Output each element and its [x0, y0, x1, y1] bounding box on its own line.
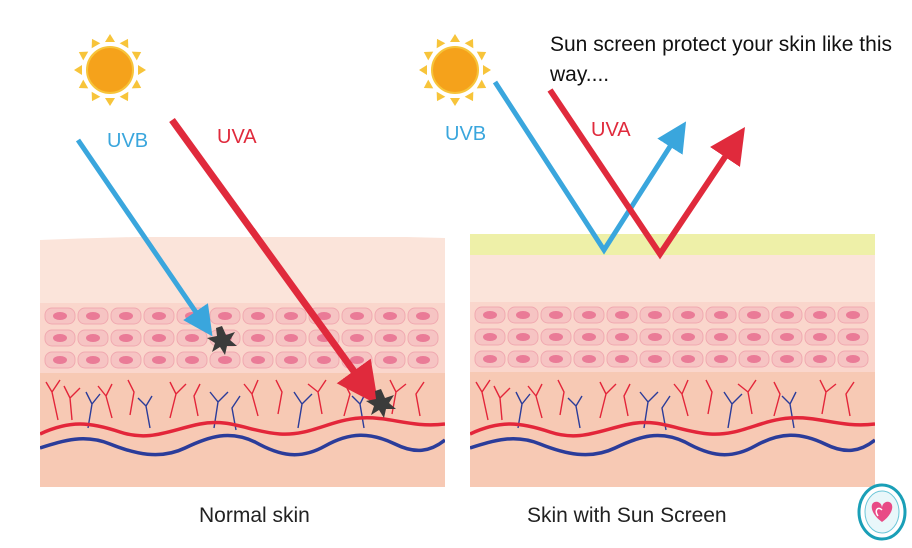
- cell-icon: [672, 328, 704, 346]
- cell-icon: [176, 329, 208, 347]
- cell-icon: [407, 307, 439, 325]
- sunscreen-layer: [470, 234, 875, 255]
- cell-icon: [540, 328, 572, 346]
- left-uva-label: UVA: [217, 126, 257, 148]
- cell-icon: [77, 351, 109, 369]
- left-uvb-ray: [75, 138, 213, 337]
- cell-icon: [705, 350, 737, 368]
- cell-icon: [176, 351, 208, 369]
- cell-icon: [771, 306, 803, 324]
- cell-icon: [374, 307, 406, 325]
- cell-icon: [143, 307, 175, 325]
- sunscreen-headline: Sun screen protect your skin like this w…: [550, 33, 892, 86]
- cell-icon: [672, 350, 704, 368]
- right-panel: [418, 33, 875, 487]
- cell-icon: [275, 351, 307, 369]
- cell-icon: [573, 350, 605, 368]
- cell-icon: [738, 350, 770, 368]
- cell-icon: [738, 306, 770, 324]
- cell-icon: [705, 328, 737, 346]
- left-artery: [40, 416, 445, 438]
- cell-icon: [573, 306, 605, 324]
- cell-icon: [606, 350, 638, 368]
- cell-icon: [804, 350, 836, 368]
- cell-icon: [804, 328, 836, 346]
- cell-icon: [44, 307, 76, 325]
- right-uva-label: UVA: [591, 119, 631, 141]
- cell-icon: [837, 328, 869, 346]
- cell-icon: [143, 351, 175, 369]
- cell-icon: [242, 351, 274, 369]
- cell-icon: [639, 350, 671, 368]
- cell-icon: [507, 328, 539, 346]
- cell-icon: [804, 306, 836, 324]
- cell-icon: [374, 329, 406, 347]
- right-uvb-label: UVB: [445, 123, 487, 145]
- cell-icon: [110, 307, 142, 325]
- cell-icon: [341, 307, 373, 325]
- cell-icon: [110, 329, 142, 347]
- cell-icon: [341, 329, 373, 347]
- cell-icon: [606, 306, 638, 324]
- right-vein: [470, 433, 875, 457]
- cell-icon: [474, 306, 506, 324]
- left-caption: Normal skin: [199, 504, 310, 527]
- right-sun-icon: [418, 33, 492, 107]
- cell-icon: [77, 307, 109, 325]
- right-uvb-reflected-ray: [492, 80, 687, 255]
- cell-icon: [44, 351, 76, 369]
- cell-icon: [771, 350, 803, 368]
- right-caption: Skin with Sun Screen: [527, 504, 727, 527]
- cell-icon: [209, 307, 241, 325]
- left-skin-cross-section: [40, 237, 445, 487]
- cell-icon: [242, 329, 274, 347]
- cell-icon: [672, 306, 704, 324]
- cell-icon: [540, 350, 572, 368]
- cell-icon: [573, 328, 605, 346]
- cell-icon: [374, 351, 406, 369]
- cell-icon: [110, 351, 142, 369]
- cell-icon: [606, 328, 638, 346]
- cell-icon: [540, 306, 572, 324]
- left-epidermis-surface: [40, 237, 445, 305]
- left-sun-icon: [73, 33, 147, 107]
- cell-icon: [308, 351, 340, 369]
- cell-icon: [837, 350, 869, 368]
- left-uvb-label: UVB: [107, 130, 149, 152]
- cell-icon: [143, 329, 175, 347]
- cell-icon: [771, 328, 803, 346]
- cell-icon: [507, 350, 539, 368]
- cell-icon: [474, 328, 506, 346]
- cell-icon: [639, 306, 671, 324]
- cell-icon: [44, 329, 76, 347]
- right-artery: [470, 416, 875, 438]
- cell-icon: [407, 351, 439, 369]
- cell-icon: [639, 328, 671, 346]
- left-uva-ray: [169, 117, 379, 406]
- right-uva-reflected-ray: [547, 88, 746, 260]
- cell-icon: [77, 329, 109, 347]
- right-skin-cross-section: [470, 254, 875, 487]
- cell-icon: [407, 329, 439, 347]
- cell-icon: [837, 306, 869, 324]
- cell-icon: [242, 307, 274, 325]
- cell-icon: [474, 350, 506, 368]
- cell-icon: [507, 306, 539, 324]
- cell-icon: [275, 307, 307, 325]
- left-vein: [40, 433, 445, 457]
- cell-icon: [275, 329, 307, 347]
- left-panel: [40, 33, 445, 487]
- cell-icon: [738, 328, 770, 346]
- right-epidermis: [470, 254, 875, 304]
- right-capillaries: [475, 379, 855, 431]
- cell-icon: [705, 306, 737, 324]
- logo-icon: [857, 483, 907, 541]
